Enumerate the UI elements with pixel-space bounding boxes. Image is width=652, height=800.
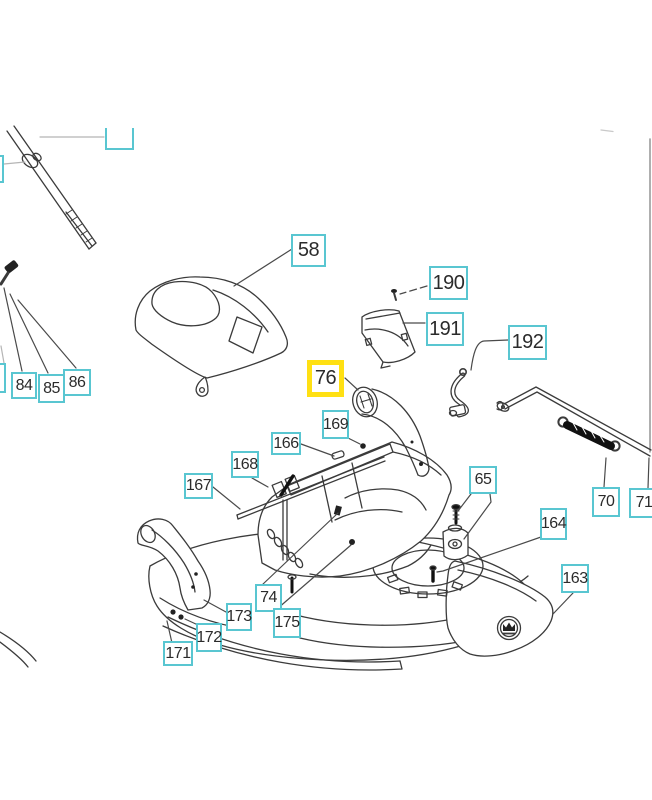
bolt-part-65 bbox=[447, 503, 463, 532]
handle-tube-part bbox=[6, 125, 97, 250]
cable-part-192 bbox=[448, 367, 504, 418]
handle-clamp-part bbox=[21, 152, 42, 169]
part-label-192[interactable]: 192 bbox=[508, 325, 547, 360]
part-label-169[interactable]: 169 bbox=[322, 410, 349, 439]
leader-169 bbox=[347, 437, 361, 445]
rod-part-71 bbox=[600, 129, 651, 453]
screw-part-190 bbox=[391, 289, 397, 301]
leader-65a bbox=[457, 493, 472, 512]
leader-164 bbox=[436, 536, 542, 573]
leader-cutoff-left-upper bbox=[3, 161, 26, 165]
screws-171-172 bbox=[170, 609, 184, 620]
part-label-172[interactable]: 172 bbox=[196, 623, 222, 652]
part-label-84[interactable]: 84 bbox=[11, 372, 37, 399]
part-label-cutoff-left-upper bbox=[0, 155, 4, 183]
leader-167 bbox=[212, 486, 241, 510]
deck-skirt-parts bbox=[0, 616, 403, 671]
leader-74 bbox=[261, 512, 339, 586]
part-label-85[interactable]: 85 bbox=[38, 374, 65, 403]
part-label-171[interactable]: 171 bbox=[163, 641, 193, 666]
part-label-cutoff-top bbox=[105, 128, 134, 150]
roll-pin-part-166 bbox=[331, 450, 345, 460]
leader-65b bbox=[463, 493, 492, 540]
part-label-cutoff-left-lower bbox=[0, 363, 6, 393]
leader-192 bbox=[470, 339, 509, 371]
leader-172 bbox=[184, 618, 199, 626]
part-label-65[interactable]: 65 bbox=[469, 466, 497, 494]
part-label-76-highlighted[interactable]: 76 bbox=[307, 360, 344, 397]
leader-190 bbox=[399, 285, 428, 295]
part-label-58[interactable]: 58 bbox=[291, 234, 326, 267]
bent-rod-part bbox=[496, 386, 652, 457]
leader-175 bbox=[276, 544, 352, 610]
leader-171 bbox=[166, 620, 173, 644]
bracket-part-173 bbox=[136, 518, 211, 611]
part-label-71[interactable]: 71 bbox=[629, 488, 652, 518]
leader-163 bbox=[552, 592, 574, 615]
leader-cutoff-left-lower bbox=[0, 345, 5, 364]
deflector-part-191 bbox=[361, 309, 416, 369]
spring-part-70 bbox=[557, 416, 621, 452]
leader-70 bbox=[603, 457, 607, 488]
leader-86 bbox=[17, 299, 77, 369]
part-label-167[interactable]: 167 bbox=[184, 473, 213, 499]
part-label-74[interactable]: 74 bbox=[255, 584, 282, 612]
part-label-86[interactable]: 86 bbox=[63, 369, 91, 396]
bolt-part-84 bbox=[0, 260, 19, 286]
part-label-166[interactable]: 166 bbox=[271, 432, 301, 455]
leader-173 bbox=[203, 599, 227, 613]
screw-dot-169 bbox=[360, 443, 366, 449]
leader-84 bbox=[3, 287, 23, 372]
rear-guard-part-76 bbox=[352, 386, 430, 477]
part-label-173[interactable]: 173 bbox=[226, 603, 252, 631]
leader-76 bbox=[344, 377, 359, 391]
part-label-191[interactable]: 191 bbox=[426, 312, 464, 346]
part-label-163[interactable]: 163 bbox=[561, 564, 589, 593]
leader-lines bbox=[0, 136, 650, 644]
husqvarna-crown-logo bbox=[496, 615, 522, 641]
cover-part-58 bbox=[134, 276, 288, 397]
part-label-164[interactable]: 164 bbox=[540, 508, 567, 540]
part-label-175[interactable]: 175 bbox=[273, 608, 301, 638]
leader-71 bbox=[647, 457, 650, 489]
part-label-168[interactable]: 168 bbox=[231, 451, 259, 478]
tie-rod-part-167 bbox=[236, 450, 386, 520]
leader-168 bbox=[251, 477, 269, 488]
front-panel-part-163 bbox=[445, 560, 554, 657]
part-label-190[interactable]: 190 bbox=[429, 266, 468, 300]
leader-85 bbox=[9, 293, 49, 374]
leader-166 bbox=[300, 443, 335, 457]
leader-58 bbox=[233, 248, 293, 287]
part-label-70[interactable]: 70 bbox=[592, 487, 620, 517]
